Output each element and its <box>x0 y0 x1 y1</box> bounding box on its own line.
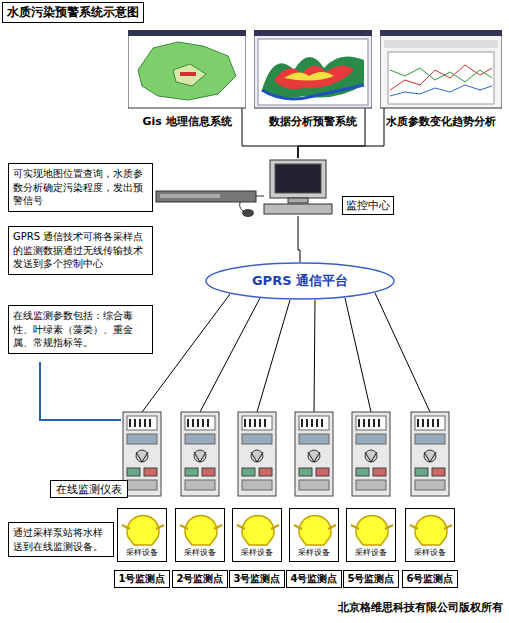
panel-text: 数据分析预警系统 <box>254 114 372 129</box>
point-node: 3号监测点 <box>229 570 285 588</box>
leader-line <box>40 362 121 420</box>
point-text: 4号监测点 <box>291 572 338 586</box>
panel-text: Gis 地理信息系统 <box>128 114 246 129</box>
callout-text: 通过采样泵站将水样送到在线监测设备。 <box>13 526 109 553</box>
sampler-node: 采样设备 <box>232 508 282 562</box>
callout-node: 在线监测参数包括：综合毒性、叶绿素（藻类）、重金属、常规指标等。 <box>8 305 153 354</box>
router-device <box>156 191 264 217</box>
point-node: 6号监测点 <box>402 570 458 588</box>
callout-text: 可实现地图位置查询，水质参数分析确定污染程度，发出预警信号 <box>13 167 148 208</box>
callout-node: 通过采样泵站将水样送到在线监测设备。 <box>8 522 114 557</box>
box-node: 在线监测仪表 <box>50 480 128 498</box>
box-text: 在线监测仪表 <box>56 482 122 497</box>
point-node: 1号监测点 <box>114 570 170 588</box>
sampler-text: 采样设备 <box>290 547 338 558</box>
callout-text: 在线监测参数包括：综合毒性、叶绿素（藻类）、重金属、常规指标等。 <box>13 309 148 350</box>
title: 水质污染预警系统示意图 <box>2 2 144 23</box>
screenshot <box>380 30 502 110</box>
panel-node: Gis 地理信息系统 <box>128 30 246 130</box>
sampler-node: 采样设备 <box>289 508 339 562</box>
sampler-text: 采样设备 <box>233 547 281 558</box>
callout-text: GPRS 通信技术可将各采样点的监测数据通过无线传输技术发送到多个控制中心 <box>13 230 148 271</box>
ellipse-node: GPRS 通信平台 <box>205 262 395 300</box>
sampler-text: 采样设备 <box>176 547 224 558</box>
sampler-node: 采样设备 <box>405 508 455 562</box>
callout-node: 可实现地图位置查询，水质参数分析确定污染程度，发出预警信号 <box>8 163 153 212</box>
point-text: 2号监测点 <box>177 572 224 586</box>
copyright-note: 北京格维思科技有限公司版权所有 <box>338 600 503 615</box>
panel-text: 水质参数变化趋势分析 <box>380 114 502 129</box>
computer-node: 监控中心 <box>262 158 334 216</box>
panel-node: 水质参数变化趋势分析 <box>380 30 502 130</box>
sampler-node: 采样设备 <box>117 508 167 562</box>
panel-node: 数据分析预警系统 <box>254 30 372 130</box>
callout-node: GPRS 通信技术可将各采样点的监测数据通过无线传输技术发送到多个控制中心 <box>8 226 153 275</box>
point-node: 2号监测点 <box>172 570 228 588</box>
connector <box>298 216 300 262</box>
point-node: 5号监测点 <box>343 570 399 588</box>
ellipse-text: GPRS 通信平台 <box>205 262 395 300</box>
sampler-node: 采样设备 <box>175 508 225 562</box>
sampler-text: 采样设备 <box>406 547 454 558</box>
sampler-node: 采样设备 <box>346 508 396 562</box>
point-node: 4号监测点 <box>286 570 342 588</box>
sampler-text: 采样设备 <box>347 547 395 558</box>
point-text: 6号监测点 <box>407 572 454 586</box>
screenshot <box>128 30 246 110</box>
instruments <box>123 412 449 496</box>
computer-text: 监控中心 <box>342 196 394 215</box>
screenshot <box>254 30 372 110</box>
gprs-wires <box>142 293 430 412</box>
computer-icon <box>262 158 334 216</box>
point-text: 3号监测点 <box>234 572 281 586</box>
sampler-text: 采样设备 <box>118 547 166 558</box>
point-text: 5号监测点 <box>348 572 395 586</box>
point-text: 1号监测点 <box>119 572 166 586</box>
